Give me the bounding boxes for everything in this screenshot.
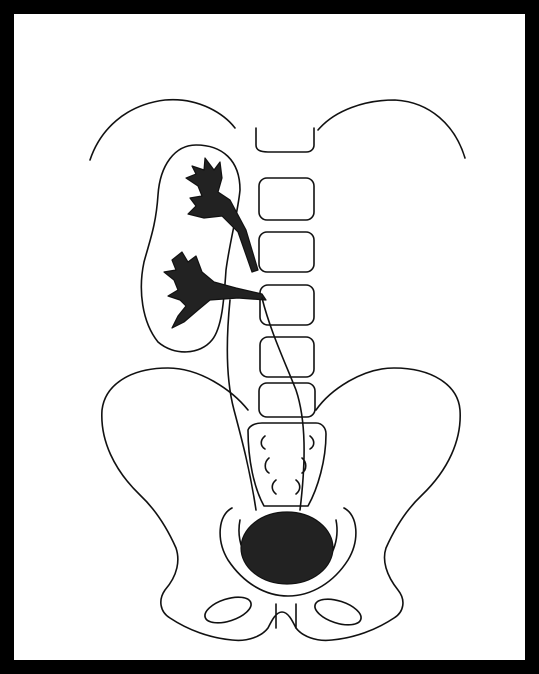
right-obturator-foramen [312, 594, 364, 630]
vertebra-1 [259, 178, 314, 220]
sacral-foramen-5 [272, 480, 276, 494]
vertebra-2 [259, 232, 314, 272]
right-rib-outline [318, 100, 465, 158]
sacral-foramen-1 [261, 436, 265, 449]
ureter-right-line [262, 298, 304, 510]
sacral-foramen-6 [296, 480, 300, 494]
upper-calyx [186, 158, 258, 272]
vertebra-5 [259, 383, 315, 417]
sacral-foramen-2 [310, 436, 314, 449]
vertebra-4 [260, 337, 314, 377]
pelvis-outline [102, 368, 460, 640]
pubic-symphysis [276, 604, 296, 628]
left-rib-outline [90, 100, 235, 160]
bladder [241, 512, 333, 584]
vertebral-column [259, 178, 315, 417]
sacrum [248, 423, 326, 506]
sacral-foramen-3 [265, 458, 269, 473]
vertebra-top [256, 128, 314, 152]
ureter-left-line [227, 300, 256, 510]
left-obturator-foramen [202, 592, 254, 628]
